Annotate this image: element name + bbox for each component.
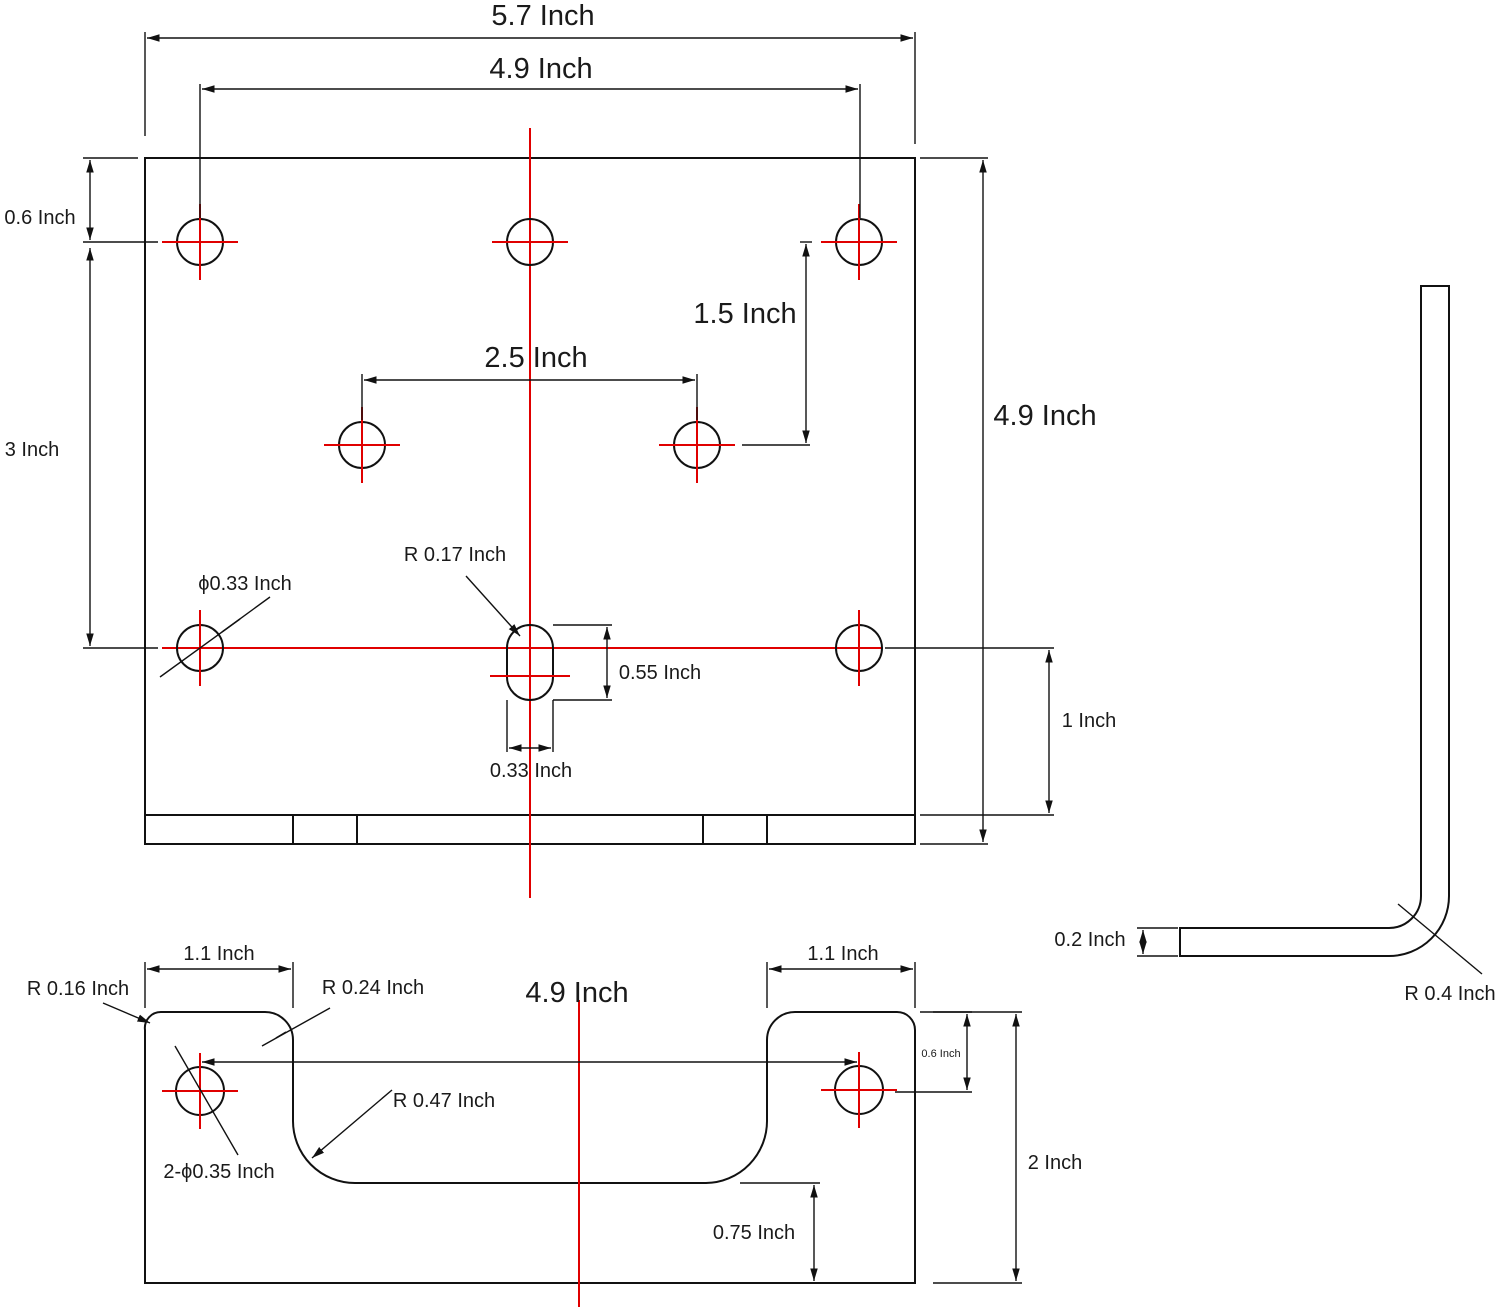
dim-overall-width: 5.7 Inch <box>491 0 594 32</box>
dim-slot-width: 0.33 Inch <box>490 760 572 782</box>
side-view: 0.2 Inch R 0.4 Inch <box>1054 285 1496 1005</box>
slot-center <box>490 624 570 701</box>
dim-bottom-offset: 1 Inch <box>1062 710 1116 732</box>
dim-slot-length: 0.55 Inch <box>619 662 701 684</box>
dim-vertical-hole-spacing: 3 Inch <box>5 439 59 461</box>
dim-bottom-hole-offset: 0.6 Inch <box>921 1048 960 1060</box>
dim-bottom-hole-spacing: 4.9 Inch <box>525 977 628 1009</box>
dim-inner-hole-rise: 1.5 Inch <box>693 298 796 330</box>
side-profile-outline <box>1179 285 1450 957</box>
bottom-view: 4.9 Inch 1.1 Inch 1.1 Inch R 0.16 Inch R… <box>27 943 1082 1307</box>
dim-corner-radius: R 0.16 Inch <box>27 978 129 1000</box>
dim-side-thickness: 0.2 Inch <box>1054 929 1125 951</box>
dim-right-tab-width: 1.1 Inch <box>807 943 878 965</box>
bottom-plate-outline <box>143 1010 916 1284</box>
dim-bottom-depth: 2 Inch <box>1028 1152 1082 1174</box>
bottom-hole-right <box>821 1052 897 1128</box>
dim-cutout-offset: 0.75 Inch <box>713 1222 795 1244</box>
hole-bottom-right <box>835 610 883 686</box>
dim-cutout-radius: R 0.47 Inch <box>393 1090 495 1112</box>
hole-top-center <box>492 218 568 266</box>
bottom-hole-left <box>162 1053 238 1129</box>
dim-top-hole-offset: 0.6 Inch <box>4 207 75 229</box>
dim-inner-hole-spacing: 2.5 Inch <box>484 342 587 374</box>
dim-bend-radius: R 0.4 Inch <box>1404 983 1495 1005</box>
top-view: 5.7 Inch 4.9 Inch 4.9 Inch 0.6 Inch 3 In… <box>4 0 1116 898</box>
dim-outer-hole-spacing: 4.9 Inch <box>489 53 592 85</box>
dim-hole-diameter: ϕ0.33 Inch <box>198 573 292 595</box>
dim-inner-radius: R 0.24 Inch <box>322 977 424 999</box>
dim-slot-radius: R 0.17 Inch <box>404 544 506 566</box>
dim-plate-height: 4.9 Inch <box>993 400 1096 432</box>
hole-top-right <box>821 204 897 280</box>
dim-left-tab-width: 1.1 Inch <box>183 943 254 965</box>
dim-bottom-hole-diameter: 2-ϕ0.35 Inch <box>163 1161 274 1183</box>
